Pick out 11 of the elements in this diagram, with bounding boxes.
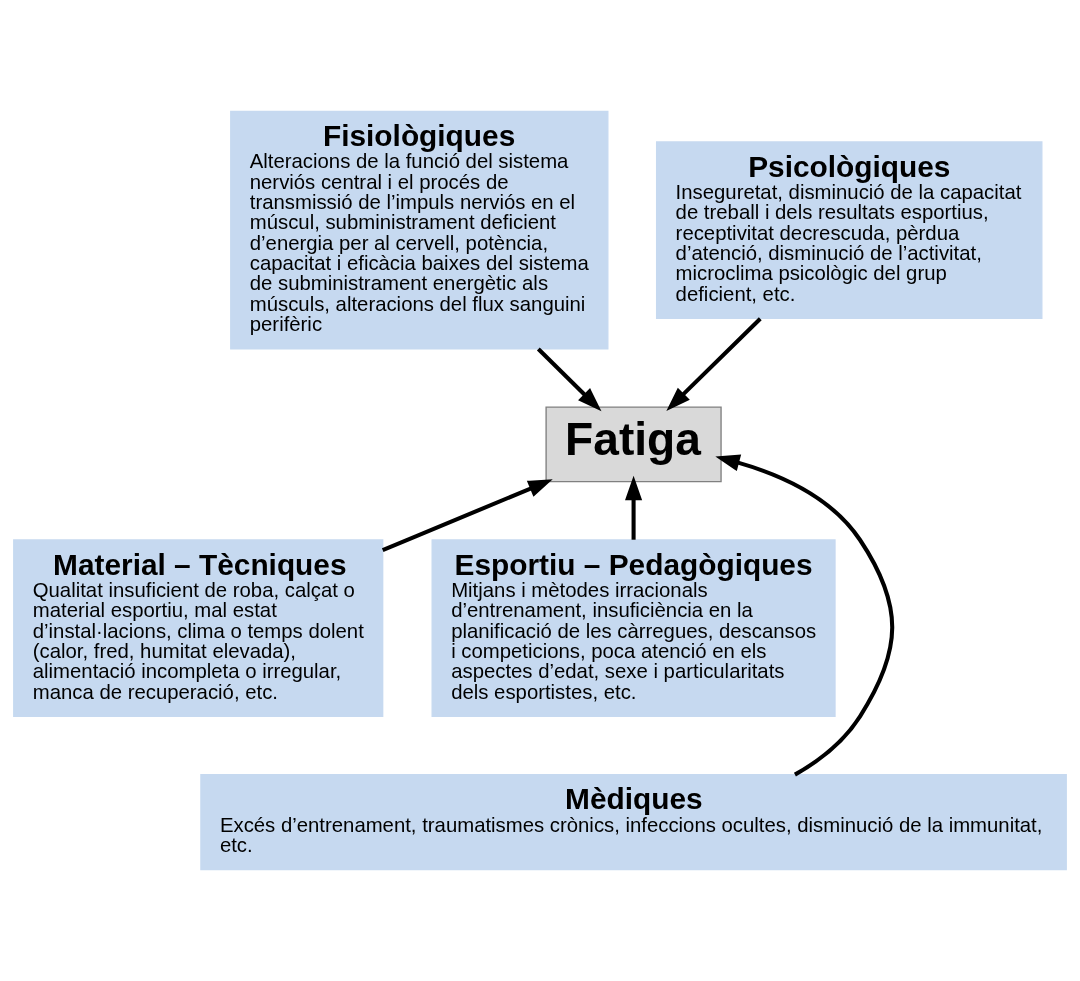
arrow	[715, 454, 895, 777]
arrow	[381, 479, 553, 552]
node-box: Esportiu – Pedagògiques Mitjans i mètodes irracionals d’entrenament, insuficiència en la planificació de les càrregues, descansos i competicions, poca atenció en els aspectes d’edat, sexe i particularitats dels esportistes, etc.	[431, 539, 836, 717]
node-box: Psicològiques Inseguretat, disminució de la capacitat de treball i dels resultats esportius, receptivitat decrescuda, pèrdua d’atenció, disminució de l’activitat, microclima psicològic del grup deficient, etc.	[655, 141, 1043, 319]
arrow	[625, 475, 643, 540]
node-box: Material – Tècniques Qualitat insuficient de roba, calçat o material esportiu, mal estat d’instal·lacions, clima o temps dolent (calor, fred, humitat elevada), alimentació incompleta o irregular, manca de recuperació, etc.	[13, 539, 384, 717]
arrow	[536, 347, 602, 412]
node-box: Mèdiques Excés d’entrenament, traumatismes crònics, infeccions ocultes, disminució de la immunitat, etc.	[200, 773, 1067, 871]
node-box: Fatiga	[545, 406, 722, 483]
node-box: Fisiològiques Alteracions de la funció del sistema nerviós central i el procés de transmissió de l’impuls nerviós en el múscul, subministrament deficient d’energia per al cervell, potència, capacitat i eficàcia baixes del sistema de subministrament energètic als músculs, alteracions del flux sanguini perifèric	[230, 110, 609, 350]
arrow	[666, 317, 762, 411]
